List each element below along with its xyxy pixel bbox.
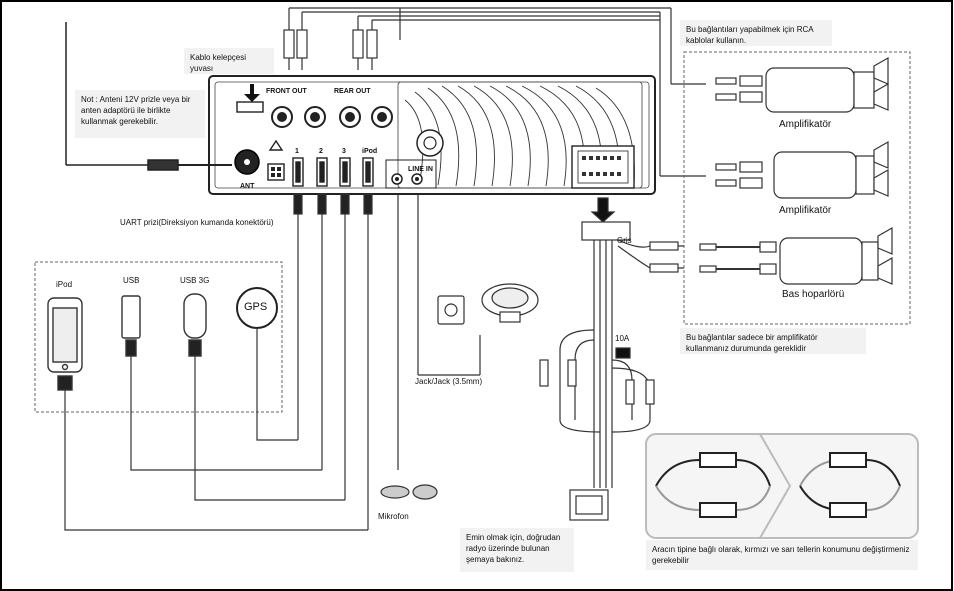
ant-label: ANT (240, 183, 255, 190)
iso-socket (571, 145, 635, 189)
front-out-label: FRONT OUT (266, 88, 308, 95)
bass-speaker (699, 226, 893, 285)
devices-box (34, 261, 283, 413)
line-in-panel (385, 159, 437, 189)
clamp-arrow (244, 84, 260, 102)
rca-note: Bu bağlantıları yapabilmek için RCA kabl… (680, 20, 832, 46)
antenna (65, 22, 232, 171)
usb-ports (292, 157, 374, 187)
amp2-label: Amplifikatör (779, 205, 832, 216)
clamp-note: Kablo kelepçesi yuvası (184, 48, 274, 74)
clamp-slot (236, 101, 264, 113)
usb-label: USB (123, 276, 140, 285)
swap-illustration (645, 433, 919, 539)
swap-note: Aracın tipine bağlı olarak, kırmızı ve s… (646, 540, 918, 570)
iso-harness (539, 197, 684, 521)
ipod-label: iPod (56, 280, 73, 289)
rca-cables-top (283, 7, 706, 177)
line-in-label: LINE IN (408, 166, 433, 173)
usb-3g-stick (183, 293, 207, 357)
bass-label: Bas hoparlörü (782, 289, 845, 300)
fuse-label: 10A (615, 334, 630, 343)
head-unit: FRONT OUT REAR OUT ANT 1 2 3 iPod LINE I… (208, 75, 656, 195)
port-ipod-label: iPod (362, 148, 377, 155)
amp-box (683, 51, 911, 325)
amp1-label: Amplifikatör (779, 119, 832, 130)
amplifier-2 (715, 140, 889, 199)
amplifier-1 (715, 56, 889, 113)
check-note: Emin olmak için, doğrudan radyo üzerinde… (460, 528, 574, 572)
jack-label: Jack/Jack (3.5mm) (415, 377, 483, 386)
uart-socket (267, 139, 285, 181)
usb3g-label: USB 3G (180, 276, 210, 285)
cd-player (481, 283, 539, 323)
mp3-player (437, 295, 465, 325)
microphone (380, 484, 438, 500)
gris-label: Gris (617, 236, 632, 245)
mikrofon-label: Mikrofon (378, 512, 409, 521)
port-3-label: 3 (342, 148, 346, 155)
ipod-device (47, 297, 83, 391)
usb-stick (121, 295, 141, 357)
rear-out-label: REAR OUT (334, 88, 371, 95)
antenna-note: Not : Anteni 12V prizle veya bir anten a… (75, 90, 205, 138)
amp-only-note: Bu bağlantılar sadece bir amplifikatör k… (680, 328, 866, 354)
port-1-label: 1 (295, 148, 299, 155)
mount-hole (416, 129, 444, 157)
gps-label: GPS (244, 301, 268, 313)
port-2-label: 2 (319, 148, 323, 155)
usb-cables (64, 193, 481, 531)
uart-label: UART prizi(Direksiyon kumanda konektörü) (120, 218, 274, 227)
rca-outputs (271, 106, 393, 128)
heat-sink (397, 81, 643, 189)
